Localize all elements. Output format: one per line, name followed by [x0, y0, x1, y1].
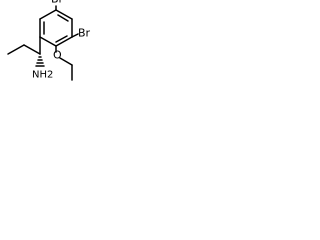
atom-label-oxygen: O: [53, 49, 62, 62]
ring-bond-c4-c5: [39, 36, 57, 47]
ring-bond-c3-c4: [55, 36, 73, 47]
ring-bond-c1-c2: [55, 9, 73, 20]
bond-ring-to-br-right: [71, 33, 79, 38]
atom-label-amine: NH2: [32, 70, 53, 81]
amine-label-background: [31, 68, 53, 80]
ring-double-bond-inner-2: [55, 35, 68, 43]
atom-label-br-right: Br: [78, 27, 91, 40]
hashed-wedge-bond-to-amine: [35, 56, 45, 67]
bond-alpha-carbon-to-ch2: [23, 44, 41, 55]
bond-oxygen-to-ethyl-ch2: [59, 57, 73, 66]
ring-double-bond-inner-1: [57, 14, 69, 22]
chemical-structure-diagram: Br Br O NH2: [7, 0, 91, 81]
benzene-ring: [39, 9, 73, 47]
bond-ch2-to-ch3: [7, 44, 25, 55]
atom-label-br-top: Br: [51, 0, 64, 6]
ring-bond-c6-c1: [39, 9, 57, 20]
